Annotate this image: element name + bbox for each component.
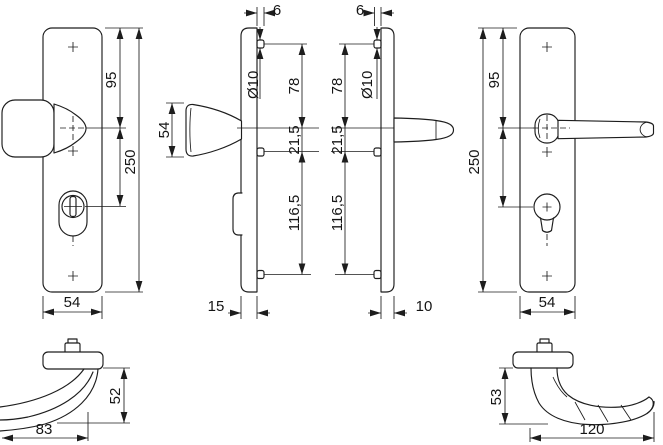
knob-body <box>1 99 55 158</box>
dim-116-5: 116,5 <box>286 195 303 231</box>
dim-6: 6 <box>356 2 364 19</box>
lever-grip-bar <box>557 119 655 140</box>
dim-21-5: 21,5 <box>286 125 303 154</box>
dimension-arrows <box>479 28 575 316</box>
dim-knob-54: 54 <box>156 122 173 139</box>
dimension-lines <box>171 44 303 275</box>
centerlines-dashed <box>533 115 570 246</box>
dim-diameter-10: Ø10 <box>359 71 376 99</box>
extension-lines <box>42 27 143 319</box>
cylinder-core <box>61 194 85 219</box>
dim-95: 95 <box>103 72 120 89</box>
dimension-arrows <box>341 9 405 317</box>
dim-21-5: 21,5 <box>329 125 346 154</box>
dim-250: 250 <box>122 149 139 174</box>
lever-grip-bottom-edge <box>530 367 655 426</box>
knob-plate-front-view: 95 250 54 <box>1 27 143 319</box>
lever-plate-front-view: 95 250 54 <box>466 27 655 319</box>
lever-plate-side-view: 6 Ø10 78 21,5 116,5 10 <box>329 2 455 319</box>
neck-contour-line <box>537 118 541 139</box>
plate-profile <box>380 27 395 293</box>
rose-plate <box>512 351 574 369</box>
dim-52: 52 <box>107 388 124 405</box>
dim-53: 53 <box>488 389 505 406</box>
fixing-pin-bottom <box>373 269 382 280</box>
screw-cross-marks <box>542 42 552 281</box>
lever-grip-top-edge <box>556 367 650 408</box>
dim-78: 78 <box>286 78 303 95</box>
dim-78: 78 <box>329 78 346 95</box>
finger-groove-lines <box>574 401 632 423</box>
dim-120: 120 <box>579 421 604 438</box>
lever-handle-profile <box>393 117 455 143</box>
fixing-pin-middle <box>373 147 382 157</box>
dim-116-5: 116,5 <box>329 195 346 231</box>
screw-cross-marks <box>68 42 78 281</box>
extension-lines <box>57 367 130 441</box>
knob-grip-ridge <box>0 371 94 421</box>
dim-54: 54 <box>64 294 81 311</box>
cylinder-rosette-oval <box>58 190 88 237</box>
grip-end-cap-arc <box>639 121 647 138</box>
euro-cylinder-hole <box>533 193 561 221</box>
dimension-arrows <box>168 9 306 317</box>
extension-lines <box>166 7 319 319</box>
fixing-pin-top <box>373 39 382 49</box>
knob-top-view: 52 83 <box>0 338 130 442</box>
dim-6: 6 <box>273 2 281 19</box>
rose-plate <box>42 351 104 370</box>
knob-contour-line <box>189 107 192 153</box>
knob-profile <box>185 103 243 157</box>
dim-10: 10 <box>416 298 433 315</box>
dim-83: 83 <box>36 421 53 438</box>
dimension-lines <box>482 28 575 313</box>
fixing-pin-middle <box>256 147 265 157</box>
dim-54: 54 <box>539 294 556 311</box>
plate-profile <box>240 27 258 293</box>
euro-cylinder-keyway <box>539 217 555 233</box>
knob-grip-bottom-edge <box>0 368 99 432</box>
cylinder-centermark <box>542 202 552 212</box>
neck-contour-line <box>552 376 568 398</box>
backplate-outline <box>42 27 103 293</box>
lever-top-view: 53 120 <box>488 338 655 442</box>
dim-diameter-10: Ø10 <box>245 71 262 99</box>
fixing-pin-bottom <box>256 269 265 280</box>
extension-lines <box>478 27 576 319</box>
dim-95: 95 <box>486 72 503 89</box>
knob-neck <box>53 103 87 154</box>
knob-plate-side-view: 54 6 Ø10 78 21,5 116,5 15 <box>156 2 319 319</box>
centerlines-dashed <box>60 116 87 246</box>
dimension-arrows <box>501 368 654 442</box>
cylinder-housing-bump <box>232 192 243 236</box>
dim-250: 250 <box>466 149 483 174</box>
fixing-pin-top <box>256 39 265 49</box>
lever-thumb-cap <box>646 396 654 415</box>
backplate-outline <box>519 27 576 293</box>
extension-lines <box>499 367 655 442</box>
dim-15: 15 <box>208 298 225 315</box>
knob-grip-top-edge <box>0 368 85 408</box>
